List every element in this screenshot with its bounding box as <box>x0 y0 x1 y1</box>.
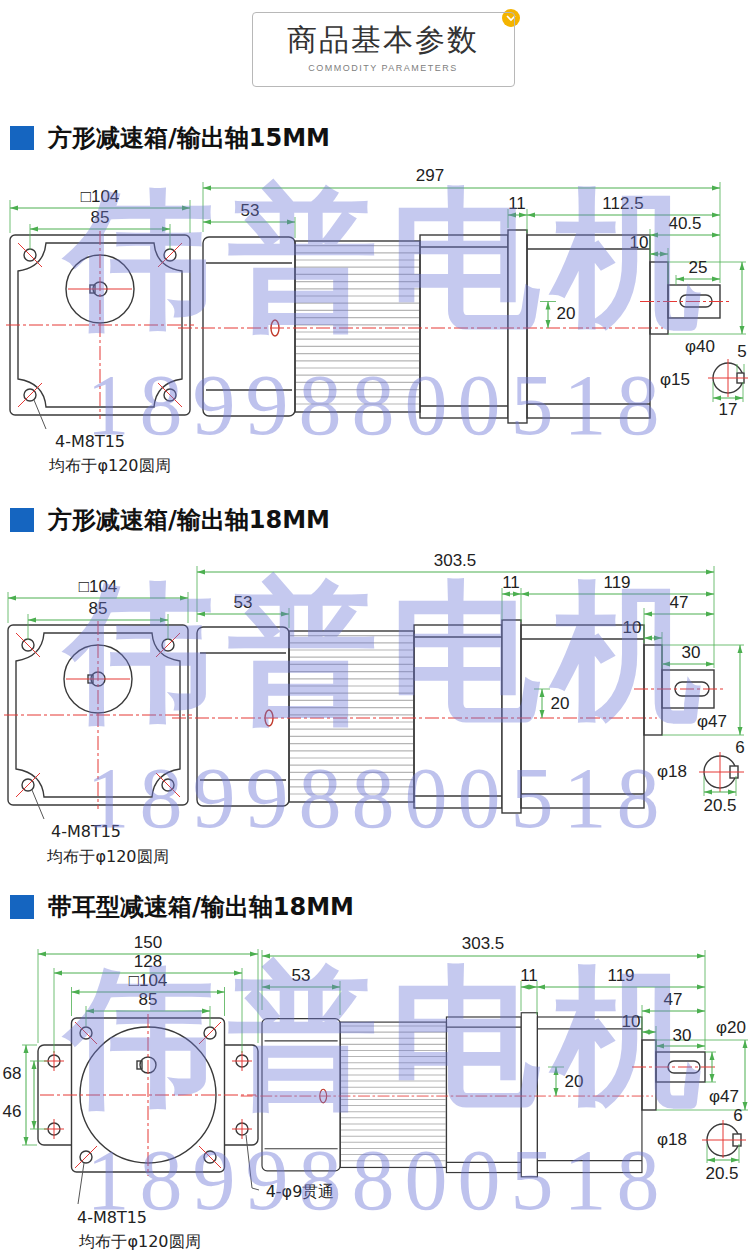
section-one-drawing <box>10 200 11 233</box>
section-three-drawing <box>22 1045 37 1046</box>
section-one-drawing <box>737 364 738 372</box>
section-three-drawing <box>30 1061 47 1062</box>
section-one-drawing <box>34 400 46 429</box>
dimension-value: 20.5 <box>703 796 736 816</box>
section-two-drawing <box>699 772 744 773</box>
section-two-drawing <box>704 792 736 793</box>
section-two-drawing <box>720 752 721 792</box>
section-one-drawing <box>10 126 34 150</box>
title-box: 商品基本参数 COMMODITY PARAMETERS <box>252 12 515 87</box>
section-two-drawing <box>740 645 741 735</box>
dimension-value: 20.5 <box>705 1164 738 1184</box>
section-three-drawing <box>702 1140 746 1141</box>
section-one-drawing <box>742 262 743 334</box>
spec-note: 均布于φ120圆周 <box>47 847 168 868</box>
watermark-text: 伟普电机 <box>66 161 714 363</box>
section-two-drawing <box>32 790 44 819</box>
section-one-drawing <box>713 382 714 402</box>
dimension-value: 6 <box>735 738 744 758</box>
subtitle-text: COMMODITY PARAMETERS <box>308 63 458 74</box>
section-three-drawing <box>723 1120 724 1158</box>
section-three-drawing <box>10 895 34 919</box>
section-two-drawing <box>10 508 34 532</box>
section-two-drawing <box>28 614 29 640</box>
title-text: 商品基本参数 <box>287 22 479 58</box>
section-one-drawing <box>713 398 743 399</box>
section-three-drawing <box>54 1119 55 1139</box>
section-three-drawing <box>78 1163 84 1204</box>
watermark-number: 18998800518 <box>87 355 670 455</box>
section-one-drawing <box>720 182 721 283</box>
dimension-value: 17 <box>719 400 738 420</box>
section-two-drawing <box>704 776 705 796</box>
section-heading: 方形减速箱/输出轴15MM <box>48 122 330 154</box>
section-three-drawing <box>54 1051 55 1071</box>
watermark-text: 伟普电机 <box>66 939 714 1141</box>
section-three-drawing <box>745 1040 746 1110</box>
watermark-number: 18998800518 <box>87 1130 670 1230</box>
section-three-drawing <box>30 1129 47 1130</box>
section-three-drawing <box>34 1061 35 1129</box>
section-three-drawing <box>707 1160 739 1161</box>
spec-note: 均布于φ120圆周 <box>49 456 170 477</box>
section-three-drawing <box>26 1045 27 1145</box>
spec-note: 均布于φ120圆周 <box>79 1232 200 1253</box>
dimension-value: φ20 <box>716 1018 746 1038</box>
section-two-drawing <box>8 592 9 623</box>
watermark-text: 伟普电机 <box>66 554 714 756</box>
dimension-value: 5 <box>737 342 746 362</box>
section-heading: 方形减速箱/输出轴18MM <box>48 504 330 536</box>
dimension-value: 68 <box>3 1064 22 1084</box>
section-heading: 带耳型减速箱/输出轴18MM <box>48 891 354 923</box>
section-one-drawing <box>743 382 744 402</box>
section-two-drawing <box>736 776 737 796</box>
section-three-drawing <box>22 1145 37 1146</box>
dimension-value: 6 <box>733 1106 742 1126</box>
dimension-value: 46 <box>3 1102 22 1122</box>
section-three-drawing <box>54 968 55 1053</box>
watermark-number: 18998800518 <box>87 748 670 848</box>
section-one-drawing <box>728 359 729 397</box>
section-one-drawing <box>30 224 31 250</box>
section-one-drawing <box>744 364 745 372</box>
section-three-drawing <box>38 949 39 1043</box>
